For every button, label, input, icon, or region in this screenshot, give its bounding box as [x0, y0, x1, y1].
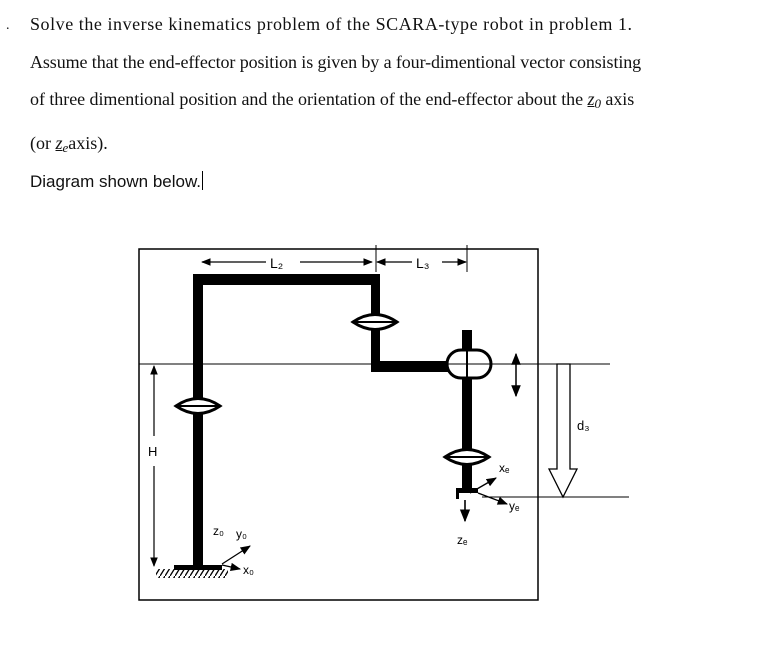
problem-line-3: of three dimentional position and the or…: [30, 89, 634, 112]
label-xe: xₑ: [499, 461, 510, 475]
ze-symbol-subscript: e: [62, 140, 69, 155]
label-d3: d₃: [577, 418, 590, 433]
end-effector-frame-axes: [459, 477, 508, 523]
caption-text: Diagram shown below.: [30, 172, 202, 191]
link-l2: [193, 274, 380, 285]
ze-symbol-letter: z: [55, 133, 63, 153]
revolute-joint-1: [173, 397, 223, 415]
label-z0: z₀: [213, 524, 224, 538]
link-l3: [371, 361, 456, 372]
base-plate: [174, 565, 222, 570]
label-h: H: [148, 444, 157, 459]
bullet-mark: .: [6, 18, 10, 33]
text-cursor: [202, 171, 204, 190]
problem-line-4-suffix: axis).: [68, 133, 108, 153]
problem-line-1: Solve the inverse kinematics problem of …: [30, 14, 633, 34]
label-ze: zₑ: [457, 533, 468, 547]
d3-arrow: [547, 363, 579, 499]
label-l3: L₃: [416, 255, 430, 271]
diagram-frame: [138, 248, 539, 601]
robot-links: [193, 274, 478, 568]
problem-line-4-text: (or: [30, 133, 51, 153]
revolute-joint-2: [350, 313, 400, 331]
problem-line-2: Assume that the end-effector position is…: [30, 52, 642, 72]
revolute-joint-4: [442, 448, 492, 466]
z0-symbol-subscript: 0: [594, 96, 601, 111]
ze-symbol: ze: [55, 133, 69, 155]
prismatic-shaft: [462, 330, 472, 492]
label-ye: yₑ: [509, 499, 520, 513]
problem-line-3-text: of three dimentional position and the or…: [30, 89, 584, 109]
ground-hatch: [156, 569, 228, 578]
base-frame-axes: [221, 545, 251, 572]
z0-symbol: z0: [587, 89, 601, 111]
base-column: [193, 274, 203, 568]
end-effector-finger: [456, 488, 459, 499]
label-x0: x₀: [243, 563, 254, 577]
prismatic-joint: [445, 348, 493, 380]
z0-symbol-letter: z: [587, 89, 595, 109]
end-effector-bracket: [456, 488, 478, 493]
problem-line-3-suffix: axis: [605, 89, 635, 109]
caption-line: Diagram shown below.: [30, 171, 204, 192]
label-l2: L₂: [270, 255, 283, 271]
label-y0: y₀: [236, 527, 247, 541]
problem-line-4: (or zeaxis).: [30, 133, 108, 156]
